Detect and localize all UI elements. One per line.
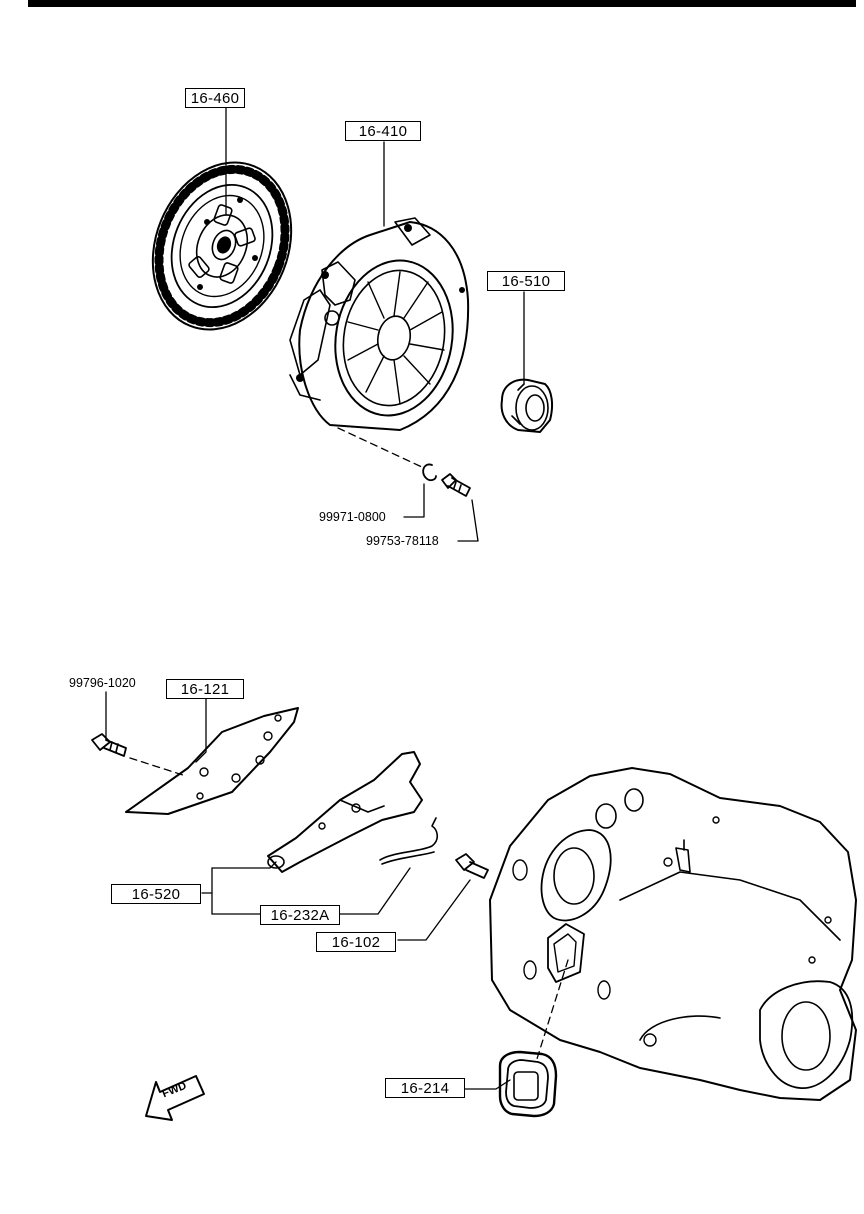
label-16-121: 16-121 [166, 679, 244, 699]
label-16-510: 16-510 [487, 271, 565, 291]
cover-bolt [441, 473, 471, 497]
clutch-disc [151, 161, 293, 331]
plate-bolt [91, 733, 127, 757]
label-16-410: 16-410 [345, 121, 421, 141]
label-16-232A: 16-232A [260, 905, 340, 925]
label-16-102: 16-102 [316, 932, 396, 952]
label-99971-0800: 99971-0800 [319, 510, 386, 524]
plate [125, 707, 299, 815]
boot [498, 1050, 558, 1118]
alignment-dashes [129, 427, 569, 1063]
top-border-bar [28, 0, 856, 7]
fwd-arrow-icon [145, 1075, 205, 1121]
pivot-bolt [455, 853, 489, 879]
label-16-460: 16-460 [185, 88, 245, 108]
release-bearing [500, 378, 554, 433]
label-99753-78118: 99753-78118 [366, 534, 439, 548]
label-16-214: 16-214 [385, 1078, 465, 1098]
label-99796-1020: 99796-1020 [69, 676, 136, 690]
washer [422, 463, 437, 482]
clutch-cover [289, 217, 470, 431]
spring-clip [379, 817, 439, 865]
transmission-case [489, 767, 857, 1101]
leader-lines [105, 107, 525, 1090]
release-fork [267, 751, 423, 873]
label-16-520: 16-520 [111, 884, 201, 904]
